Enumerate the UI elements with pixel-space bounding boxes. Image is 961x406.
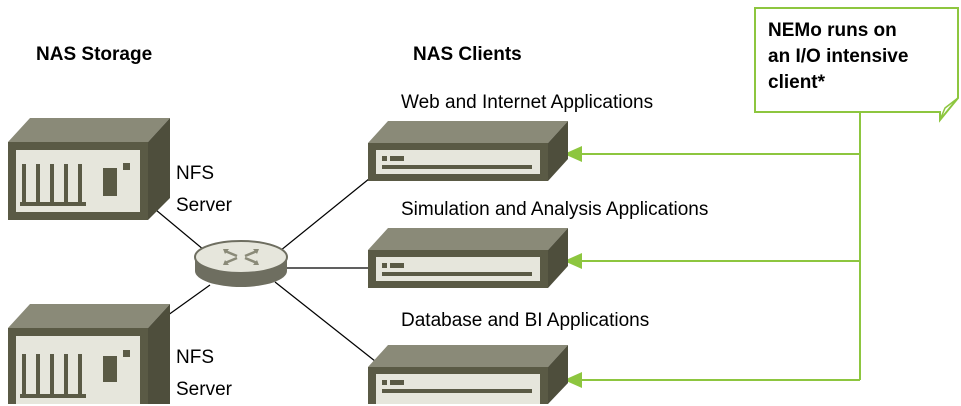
nas-storage-server-icon xyxy=(8,118,170,220)
nfs-server-label-2: NFS Server xyxy=(176,342,232,406)
callout-text: NEMo runs on an I/O intensive client* xyxy=(768,18,908,96)
nfs-server-label-1: NFS Server xyxy=(176,158,232,222)
callout-line-3: client* xyxy=(768,72,826,93)
link-client-3 xyxy=(274,281,381,366)
server-label-line1: NFS xyxy=(176,163,214,184)
network-router-icon xyxy=(194,240,288,287)
rack-client-server-icon xyxy=(368,345,568,404)
callout-box xyxy=(754,7,959,123)
app-label-web: Web and Internet Applications xyxy=(401,92,654,113)
server-label-line1: NFS xyxy=(176,347,214,368)
nas-storage-server-icon xyxy=(8,304,170,404)
callout-line-1: NEMo runs on xyxy=(768,20,897,41)
server-label-line2: Server xyxy=(176,379,232,400)
clients-header: NAS Clients xyxy=(413,44,522,65)
link-client-1 xyxy=(274,169,381,256)
app-label-database: Database and BI Applications xyxy=(401,310,650,331)
storage-header: NAS Storage xyxy=(36,44,153,65)
link-storage-1 xyxy=(149,204,211,256)
callout-line-2: an I/O intensive xyxy=(768,46,909,67)
rack-client-server-icon xyxy=(368,228,568,288)
nemo-arrows xyxy=(564,100,861,388)
app-label-simulation: Simulation and Analysis Applications xyxy=(401,199,709,220)
server-label-line2: Server xyxy=(176,195,232,216)
rack-client-server-icon xyxy=(368,121,568,181)
